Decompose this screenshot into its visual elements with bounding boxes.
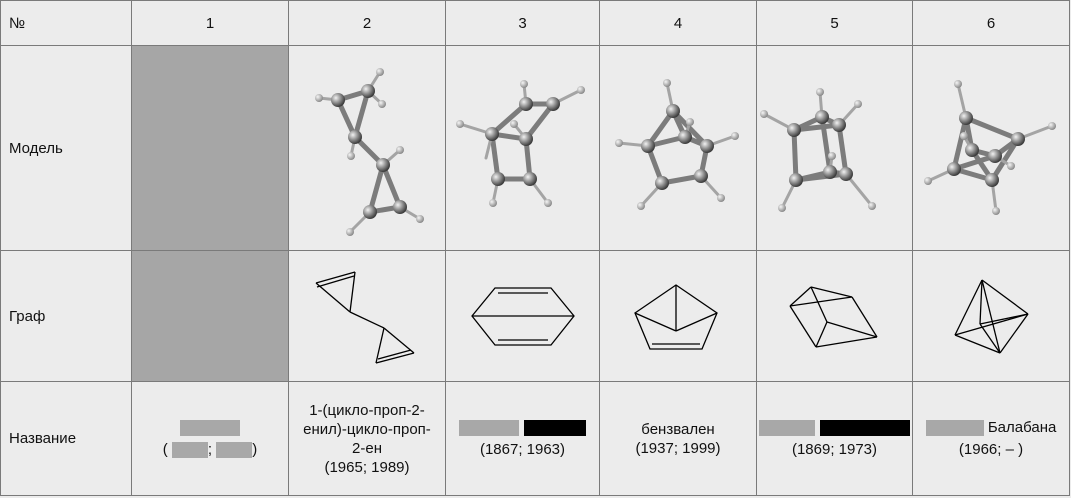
name-cell-5: (1869; 1973) bbox=[756, 381, 913, 496]
ball-stick-model-2 bbox=[315, 68, 424, 236]
graph-drawing-2 bbox=[315, 271, 415, 364]
graph-cell-3 bbox=[445, 250, 600, 382]
redacted-name-3a bbox=[459, 420, 520, 437]
name-cell-3: (1867; 1963) bbox=[445, 381, 600, 496]
model-row: Модель bbox=[0, 45, 1070, 251]
ball-stick-model-4 bbox=[615, 79, 739, 210]
graph-cell-5 bbox=[756, 250, 913, 382]
ball-stick-model-5 bbox=[759, 88, 876, 212]
name-cell-6: Балабана (1966; – ) bbox=[912, 381, 1070, 496]
row-label-name: Название bbox=[0, 381, 132, 496]
redacted-name-6a bbox=[925, 420, 984, 437]
redacted-name-1 bbox=[180, 420, 240, 437]
header-row: № 1 2 3 4 5 6 bbox=[0, 0, 1070, 46]
model-cell-4 bbox=[599, 45, 757, 251]
name-row: Название ( ; ) 1-(цикло-проп-2- енил)-ци… bbox=[0, 381, 1070, 496]
header-col-5: 5 bbox=[756, 0, 913, 46]
name-cell-1: ( ; ) bbox=[131, 381, 289, 496]
model-cell-1-placeholder bbox=[131, 45, 289, 251]
redacted-name-5a bbox=[759, 420, 816, 437]
redacted-year-1b bbox=[216, 442, 253, 459]
header-col-1: 1 bbox=[131, 0, 289, 46]
model-cell-6 bbox=[912, 45, 1070, 251]
header-col-6: 6 bbox=[912, 0, 1070, 46]
ball-stick-model-6 bbox=[924, 80, 1056, 215]
graph-drawing-3 bbox=[470, 287, 575, 346]
header-corner: № bbox=[0, 0, 132, 46]
model-cell-5 bbox=[756, 45, 913, 251]
graph-cell-1-placeholder bbox=[131, 250, 289, 382]
header-col-3: 3 bbox=[445, 0, 600, 46]
graph-row: Граф bbox=[0, 250, 1070, 382]
graph-drawing-4 bbox=[634, 284, 718, 350]
graph-cell-2 bbox=[288, 250, 446, 382]
redacted-name-5b bbox=[819, 420, 910, 437]
graph-drawing-5 bbox=[788, 286, 878, 348]
graph-cell-6 bbox=[912, 250, 1070, 382]
name-cell-4: бензвален (1937; 1999) bbox=[599, 381, 757, 496]
row-label-model: Модель bbox=[0, 45, 132, 251]
header-col-4: 4 bbox=[599, 0, 757, 46]
name-cell-2: 1-(цикло-проп-2- енил)-цикло-проп- 2-ен … bbox=[288, 381, 446, 496]
redacted-year-1a bbox=[171, 442, 208, 459]
graph-cell-4 bbox=[599, 250, 757, 382]
ball-stick-model-3 bbox=[455, 80, 585, 207]
row-label-graph: Граф bbox=[0, 250, 132, 382]
header-col-2: 2 bbox=[288, 0, 446, 46]
model-cell-2 bbox=[288, 45, 446, 251]
graph-drawing-6 bbox=[954, 279, 1029, 354]
model-cell-3 bbox=[445, 45, 600, 251]
redacted-name-3b bbox=[523, 420, 586, 437]
